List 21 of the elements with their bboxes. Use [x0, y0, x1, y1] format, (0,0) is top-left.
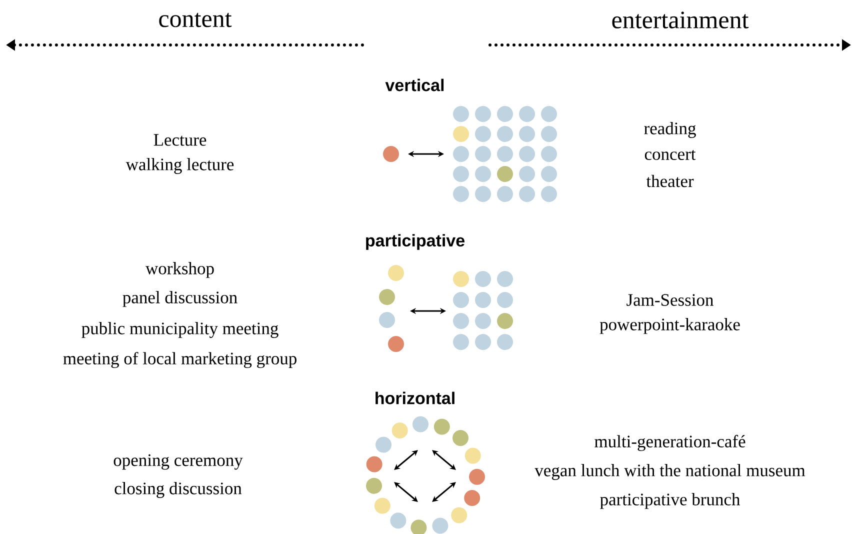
axis-label: entertainment: [612, 12, 749, 28]
category-heading: horizontal: [376, 392, 454, 404]
activity-label: reading: [644, 122, 696, 138]
activity-label: Jam-Session: [626, 294, 714, 306]
activity-label: opening ceremony: [114, 454, 243, 470]
activity-label: workshop: [146, 262, 214, 278]
activity-label: vegan lunch with the national museum: [534, 464, 806, 480]
activity-label: Lecture: [154, 134, 206, 146]
activity-label: multi-generation-café: [594, 434, 746, 452]
activity-label: closing discussion: [114, 482, 242, 498]
activity-label: participative brunch: [600, 493, 740, 509]
activity-label: public municipality meeting: [82, 322, 278, 338]
category-heading: participative: [366, 234, 464, 250]
activity-label: meeting of local marketing group: [63, 352, 296, 368]
category-heading: vertical: [385, 78, 444, 92]
axis-label: content: [159, 12, 232, 28]
activity-label: walking lecture: [126, 158, 234, 174]
activity-label: powerpoint-karaoke: [600, 318, 740, 334]
activity-label: panel discussion: [122, 291, 238, 307]
activity-label: theater: [646, 174, 694, 188]
activity-label: concert: [644, 150, 696, 160]
